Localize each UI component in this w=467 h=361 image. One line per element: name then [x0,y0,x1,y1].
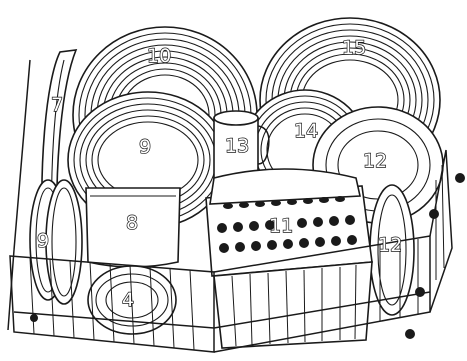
label-plates-middle-right: 14 [294,120,318,142]
label-plates-back-left: 10 [147,45,171,67]
label-cup-middle: 13 [225,135,249,157]
cutlery-basket [206,169,372,348]
label-cutlery-basket: 11 [269,215,293,237]
label-bowls-small: 4 [122,289,134,311]
label-plates-back-right: 15 [342,37,366,59]
label-tray-left: 7 [51,94,63,116]
label-plates-middle-left: 9 [139,136,151,158]
label-plates-front-left: 9 [37,230,49,252]
label-bowl-large: 8 [126,212,138,234]
label-plate-right-upper: 12 [363,150,387,172]
label-plate-right-lower: 12 [378,234,402,256]
